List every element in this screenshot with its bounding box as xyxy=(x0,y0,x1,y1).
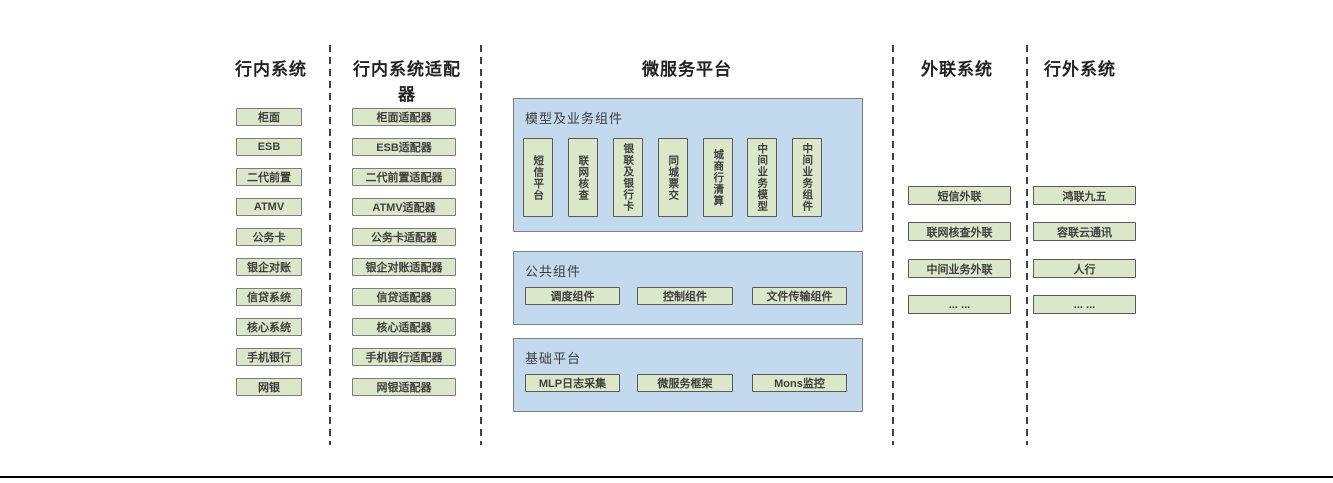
adapter-box: 二代前置适配器 xyxy=(352,168,456,186)
outside-box: ... ... xyxy=(1033,295,1136,314)
system-box: 手机银行 xyxy=(236,348,302,366)
component-box-vertical: 中间业务模型 xyxy=(747,138,777,217)
system-box: 信贷系统 xyxy=(236,288,302,306)
adapter-box: 核心适配器 xyxy=(352,318,456,336)
system-box: 核心系统 xyxy=(236,318,302,336)
header-internal-systems: 行内系统 xyxy=(235,60,307,79)
external-box: 中间业务外联 xyxy=(908,259,1011,278)
dashed-divider xyxy=(892,45,894,445)
dashed-divider xyxy=(480,45,482,445)
dashed-divider xyxy=(329,45,331,445)
component-box-vertical: 银联及银行卡 xyxy=(613,138,643,217)
system-box: ESB xyxy=(236,138,302,156)
system-box: 公务卡 xyxy=(236,228,302,246)
header-internal-adapters: 行内系统适配器 xyxy=(353,60,461,104)
adapter-box: ESB适配器 xyxy=(352,138,456,156)
component-box: MLP日志采集 xyxy=(525,374,620,392)
component-box: 文件传输组件 xyxy=(752,287,847,305)
outside-box: 容联云通讯 xyxy=(1033,222,1136,241)
component-box-vertical: 联网核查 xyxy=(568,138,598,217)
external-box: 联网核查外联 xyxy=(908,222,1011,241)
component-box: 微服务框架 xyxy=(637,374,733,392)
component-box-vertical: 中间业务组件 xyxy=(792,138,822,217)
component-box-vertical: 城商行清算 xyxy=(703,138,733,217)
system-box: 银企对账 xyxy=(236,258,302,276)
panel-label: 基础平台 xyxy=(525,351,582,366)
header-microservice-platform: 微服务平台 xyxy=(642,60,732,79)
outside-box: 鸿联九五 xyxy=(1033,186,1136,205)
adapter-box: ATMV适配器 xyxy=(352,198,456,216)
adapter-box: 银企对账适配器 xyxy=(352,258,456,276)
external-box: ... ... xyxy=(908,295,1011,314)
system-box: 柜面 xyxy=(236,108,302,126)
adapter-box: 网银适配器 xyxy=(352,378,456,396)
adapter-box: 公务卡适配器 xyxy=(352,228,456,246)
panel-label: 公共组件 xyxy=(525,264,582,279)
adapter-box: 柜面适配器 xyxy=(352,108,456,126)
external-box: 短信外联 xyxy=(908,186,1011,205)
adapter-box: 手机银行适配器 xyxy=(352,348,456,366)
panel-label: 模型及业务组件 xyxy=(525,111,624,126)
component-box: Mons监控 xyxy=(752,374,847,392)
dashed-divider xyxy=(1026,45,1028,445)
header-external-link-systems: 外联系统 xyxy=(921,60,993,79)
component-box-vertical: 同城票交 xyxy=(658,138,688,217)
component-box-vertical: 短信平台 xyxy=(523,138,553,217)
adapter-box: 信贷适配器 xyxy=(352,288,456,306)
system-box: ATMV xyxy=(236,198,302,216)
component-box: 控制组件 xyxy=(637,287,733,305)
system-box: 二代前置 xyxy=(236,168,302,186)
bottom-divider xyxy=(0,476,1333,478)
system-box: 网银 xyxy=(236,378,302,396)
header-outside-systems: 行外系统 xyxy=(1044,60,1116,79)
component-box: 调度组件 xyxy=(525,287,620,305)
outside-box: 人行 xyxy=(1033,259,1136,278)
